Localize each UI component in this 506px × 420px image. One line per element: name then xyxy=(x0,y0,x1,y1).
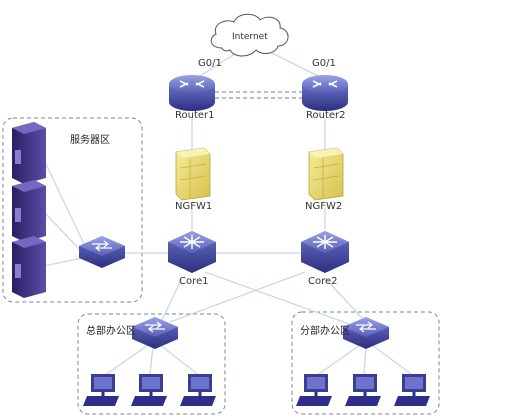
pc-icon xyxy=(131,374,167,406)
server-zone-switch-icon xyxy=(79,236,125,268)
core2-switch-icon xyxy=(301,231,349,273)
router1-label: Router1 xyxy=(175,110,215,121)
router1-port-label: G0/1 xyxy=(198,58,222,69)
link-internet-router1 xyxy=(199,51,239,77)
core1-label: Core1 xyxy=(179,276,209,287)
server-icon xyxy=(12,122,46,184)
router2-label: Router2 xyxy=(306,110,346,121)
link-core1-hq-switch xyxy=(161,277,183,321)
link-hq-switch-pc1 xyxy=(103,344,149,377)
link-hq-switch-pc2 xyxy=(149,345,154,375)
server-icon xyxy=(12,236,46,298)
link-branch-switch-pc3 xyxy=(371,344,415,377)
pc-icon xyxy=(345,374,381,406)
internet-label: Internet xyxy=(232,32,268,42)
internet-cloud-icon xyxy=(210,13,289,57)
link-hq-switch-pc3 xyxy=(159,344,201,377)
link-core1-branch-switch xyxy=(204,271,353,326)
link-core2-hq-switch xyxy=(169,271,306,323)
link-core2-branch-switch xyxy=(324,277,363,319)
pc-icon xyxy=(180,374,216,406)
ngfw1-firewall-icon xyxy=(175,147,211,201)
link-server-switch-server1 xyxy=(43,159,86,247)
link-server-switch-server2 xyxy=(43,211,83,253)
branch-office-zone-label: 分部办公区 xyxy=(300,326,350,337)
hq-office-zone-label: 总部办公区 xyxy=(86,326,136,337)
ngfw1-label: NGFW1 xyxy=(175,201,213,212)
links xyxy=(43,51,415,377)
link-branch-switch-pc1 xyxy=(315,344,361,377)
branch-office-switch-icon xyxy=(343,317,389,349)
ngfw2-label: NGFW2 xyxy=(305,201,343,212)
server-zone-box xyxy=(2,117,143,303)
branch-office-zone-box xyxy=(291,311,440,415)
ngfw2-firewall-icon xyxy=(308,147,344,201)
router2-port-label: G0/1 xyxy=(312,58,336,69)
link-branch-switch-pc2 xyxy=(363,345,367,375)
hq-office-switch-icon xyxy=(132,317,178,349)
server-icon xyxy=(12,180,46,242)
router1-icon xyxy=(169,75,215,111)
core1-switch-icon xyxy=(168,231,216,273)
server-zone-label: 服务器区 xyxy=(70,135,110,146)
router2-icon xyxy=(302,75,348,111)
pc-icon xyxy=(83,374,119,406)
link-server-switch-server3 xyxy=(43,257,83,267)
hq-office-zone-box xyxy=(77,313,226,415)
core2-label: Core2 xyxy=(308,276,338,287)
link-internet-router2 xyxy=(269,51,319,77)
pc-icon xyxy=(394,374,430,406)
pc-icon xyxy=(296,374,332,406)
